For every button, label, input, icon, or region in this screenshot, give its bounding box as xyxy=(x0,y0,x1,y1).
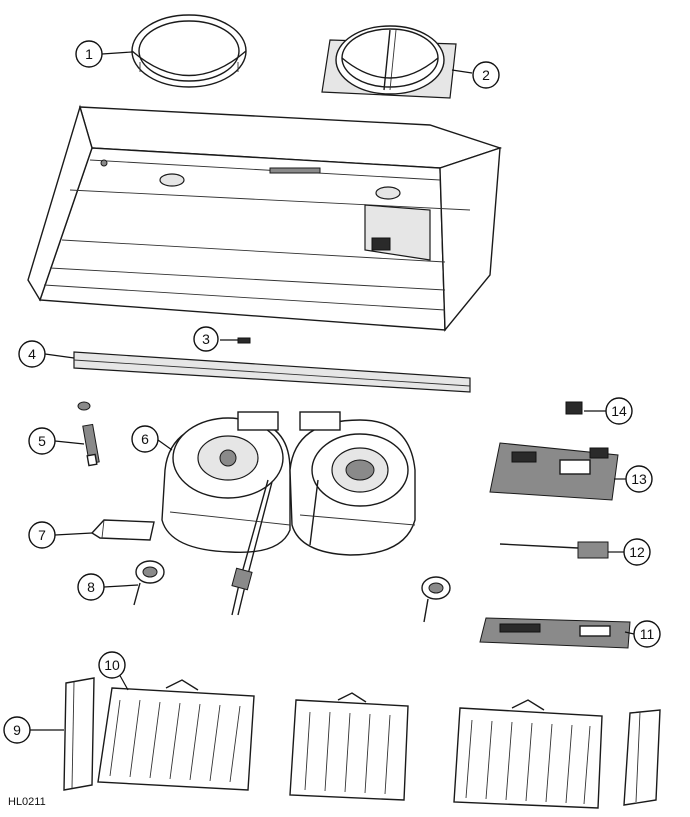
svg-text:14: 14 xyxy=(611,403,627,419)
part-damper-plate xyxy=(321,25,457,99)
part-knob xyxy=(565,401,583,415)
svg-text:4: 4 xyxy=(28,346,36,362)
callout-12: 12 xyxy=(623,538,651,566)
part-filter-center xyxy=(289,692,409,801)
callout-8: 8 xyxy=(77,573,105,601)
part-screw xyxy=(237,337,251,344)
part-hood-body xyxy=(27,104,503,332)
part-harness xyxy=(499,541,609,559)
callout-4: 4 xyxy=(18,340,46,368)
part-control-board xyxy=(479,617,631,649)
svg-text:7: 7 xyxy=(38,527,46,543)
svg-text:3: 3 xyxy=(202,331,210,347)
part-front-rail xyxy=(73,351,471,393)
callout-5: 5 xyxy=(28,427,56,455)
part-capacitor-right xyxy=(421,576,451,623)
callout-1: 1 xyxy=(75,40,103,68)
callout-2: 2 xyxy=(472,61,500,89)
svg-text:2: 2 xyxy=(482,67,490,83)
part-filter-right xyxy=(453,699,603,809)
part-blower-assembly xyxy=(161,411,416,616)
part-side-bracket-left xyxy=(63,677,95,791)
callout-7: 7 xyxy=(28,521,56,549)
svg-text:13: 13 xyxy=(631,471,647,487)
callout-9: 9 xyxy=(3,716,31,744)
svg-text:1: 1 xyxy=(85,46,93,62)
svg-text:11: 11 xyxy=(640,626,655,642)
callout-13: 13 xyxy=(625,465,653,493)
callout-10: 10 xyxy=(98,651,126,679)
svg-text:6: 6 xyxy=(141,431,149,447)
callout-6: 6 xyxy=(131,425,159,453)
callout-3: 3 xyxy=(193,326,219,352)
part-connector xyxy=(77,401,100,467)
callout-11: 11 xyxy=(633,620,661,648)
part-ring-adapter xyxy=(131,14,247,88)
part-filter-left xyxy=(97,679,255,791)
svg-text:8: 8 xyxy=(87,579,95,595)
part-side-bracket-right xyxy=(623,709,661,806)
svg-text:12: 12 xyxy=(629,544,645,560)
part-capacitor-left xyxy=(133,560,165,606)
svg-text:10: 10 xyxy=(104,657,120,673)
svg-text:9: 9 xyxy=(13,722,21,738)
part-pcb xyxy=(489,442,619,501)
callout-14: 14 xyxy=(605,397,633,425)
svg-text:5: 5 xyxy=(38,433,46,449)
part-cover-bracket xyxy=(90,519,155,541)
diagram-code-label: HL0211 xyxy=(8,796,46,808)
